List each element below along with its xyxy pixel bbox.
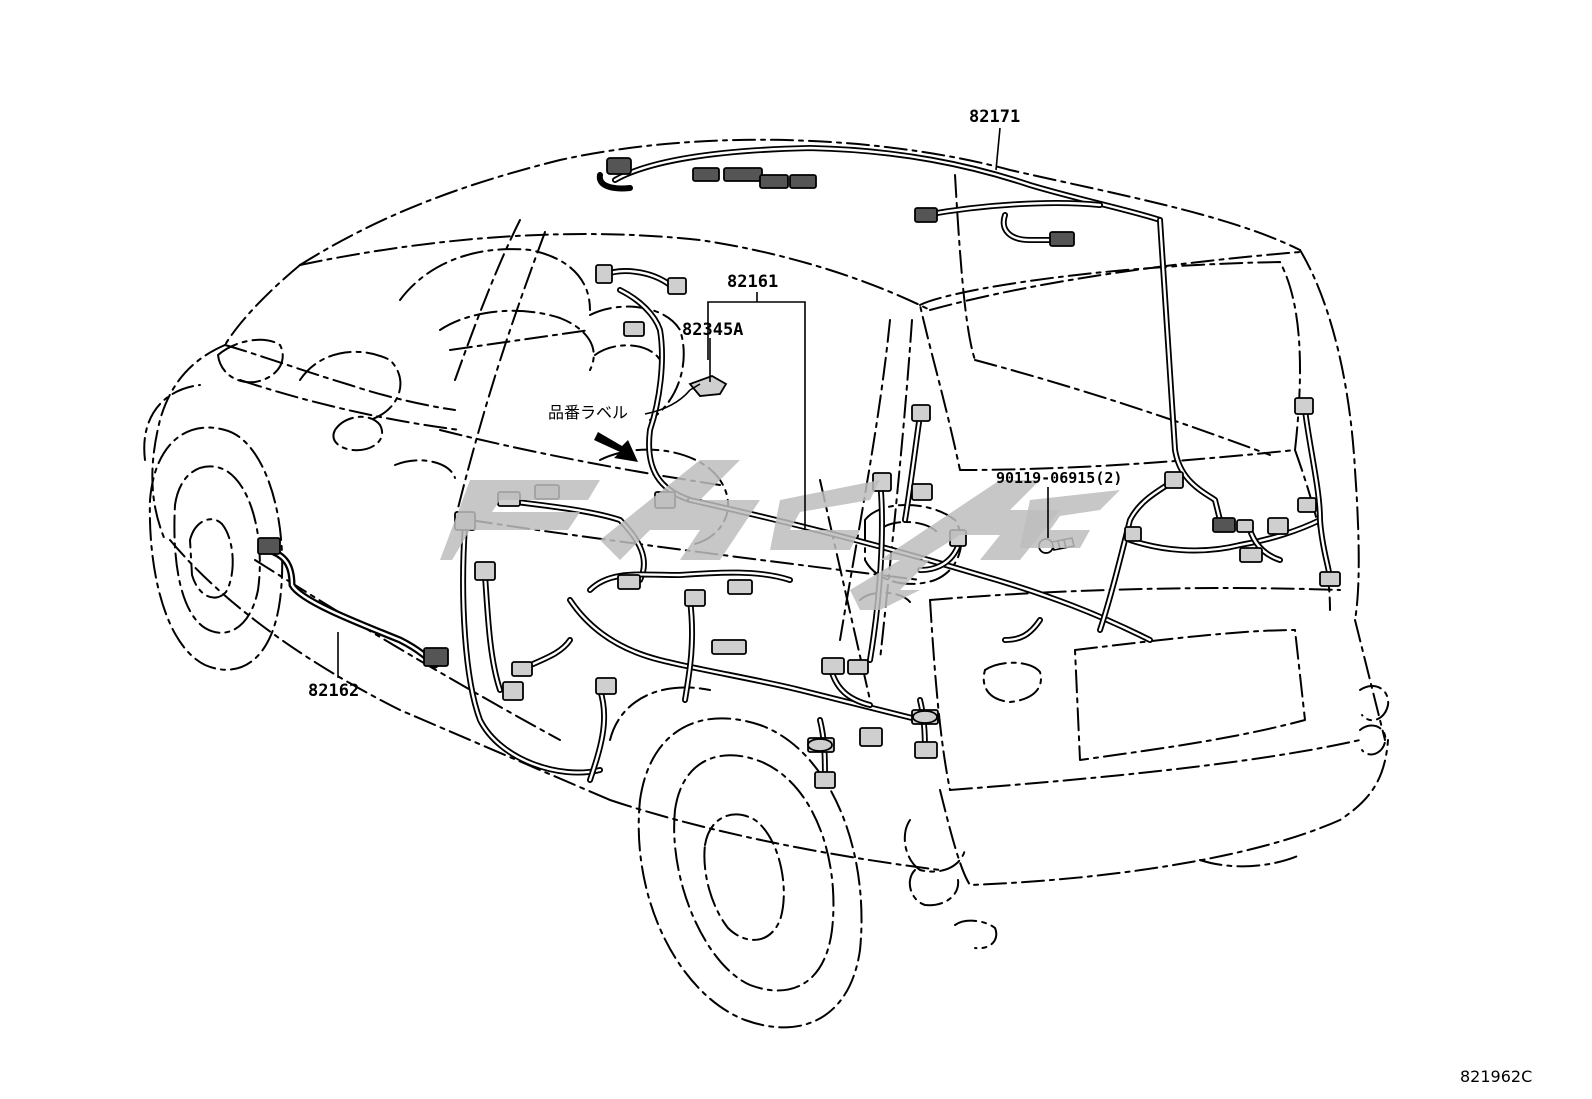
connector xyxy=(1049,231,1075,247)
connector xyxy=(623,321,645,337)
grommet xyxy=(807,738,833,752)
connector xyxy=(684,589,706,607)
connector xyxy=(692,167,720,182)
connector xyxy=(821,657,845,675)
connector xyxy=(474,561,496,581)
connector xyxy=(914,207,938,223)
connector xyxy=(789,174,817,189)
part-label-82162: 82162 xyxy=(308,681,359,701)
connector xyxy=(759,174,789,189)
part-label-82171: 82171 xyxy=(969,107,1020,127)
part-number-label-text: 品番ラベル xyxy=(548,403,628,422)
connector xyxy=(511,661,533,677)
connector xyxy=(423,647,449,667)
grommet xyxy=(912,710,938,724)
part-label-90119-06915: 90119-06915(2) xyxy=(996,469,1122,487)
part-label-82161: 82161 xyxy=(727,272,778,292)
connector xyxy=(711,639,747,655)
connector xyxy=(502,681,524,701)
connector xyxy=(1212,517,1236,533)
diagram-code: 821962C xyxy=(1460,1067,1532,1086)
connector xyxy=(1294,397,1314,415)
connector xyxy=(911,483,933,501)
watermark-logo xyxy=(440,460,1120,610)
connector xyxy=(723,167,763,182)
connector xyxy=(606,157,632,175)
connector xyxy=(1124,526,1142,542)
connector xyxy=(1236,519,1254,533)
connector xyxy=(1319,571,1341,587)
harness-82162-rocker xyxy=(264,546,439,669)
label-arrow xyxy=(594,432,638,462)
connector xyxy=(1267,517,1289,535)
connector xyxy=(1164,471,1184,489)
connector xyxy=(914,741,938,759)
connector xyxy=(911,404,931,422)
harness-82171-roof xyxy=(596,145,1223,523)
leader-lines xyxy=(337,127,1049,678)
connector xyxy=(814,771,836,789)
part-number-label-clip xyxy=(688,375,728,397)
connector xyxy=(595,677,617,695)
connector xyxy=(859,727,883,747)
connector xyxy=(1239,547,1263,563)
connector xyxy=(617,574,641,590)
connector xyxy=(595,264,613,284)
connector xyxy=(257,537,281,555)
part-label-82345a: 82345A xyxy=(682,320,743,340)
connectors xyxy=(257,157,1341,789)
connector xyxy=(1297,497,1317,513)
connector xyxy=(847,659,869,675)
connector xyxy=(727,579,753,595)
connector xyxy=(667,277,687,295)
